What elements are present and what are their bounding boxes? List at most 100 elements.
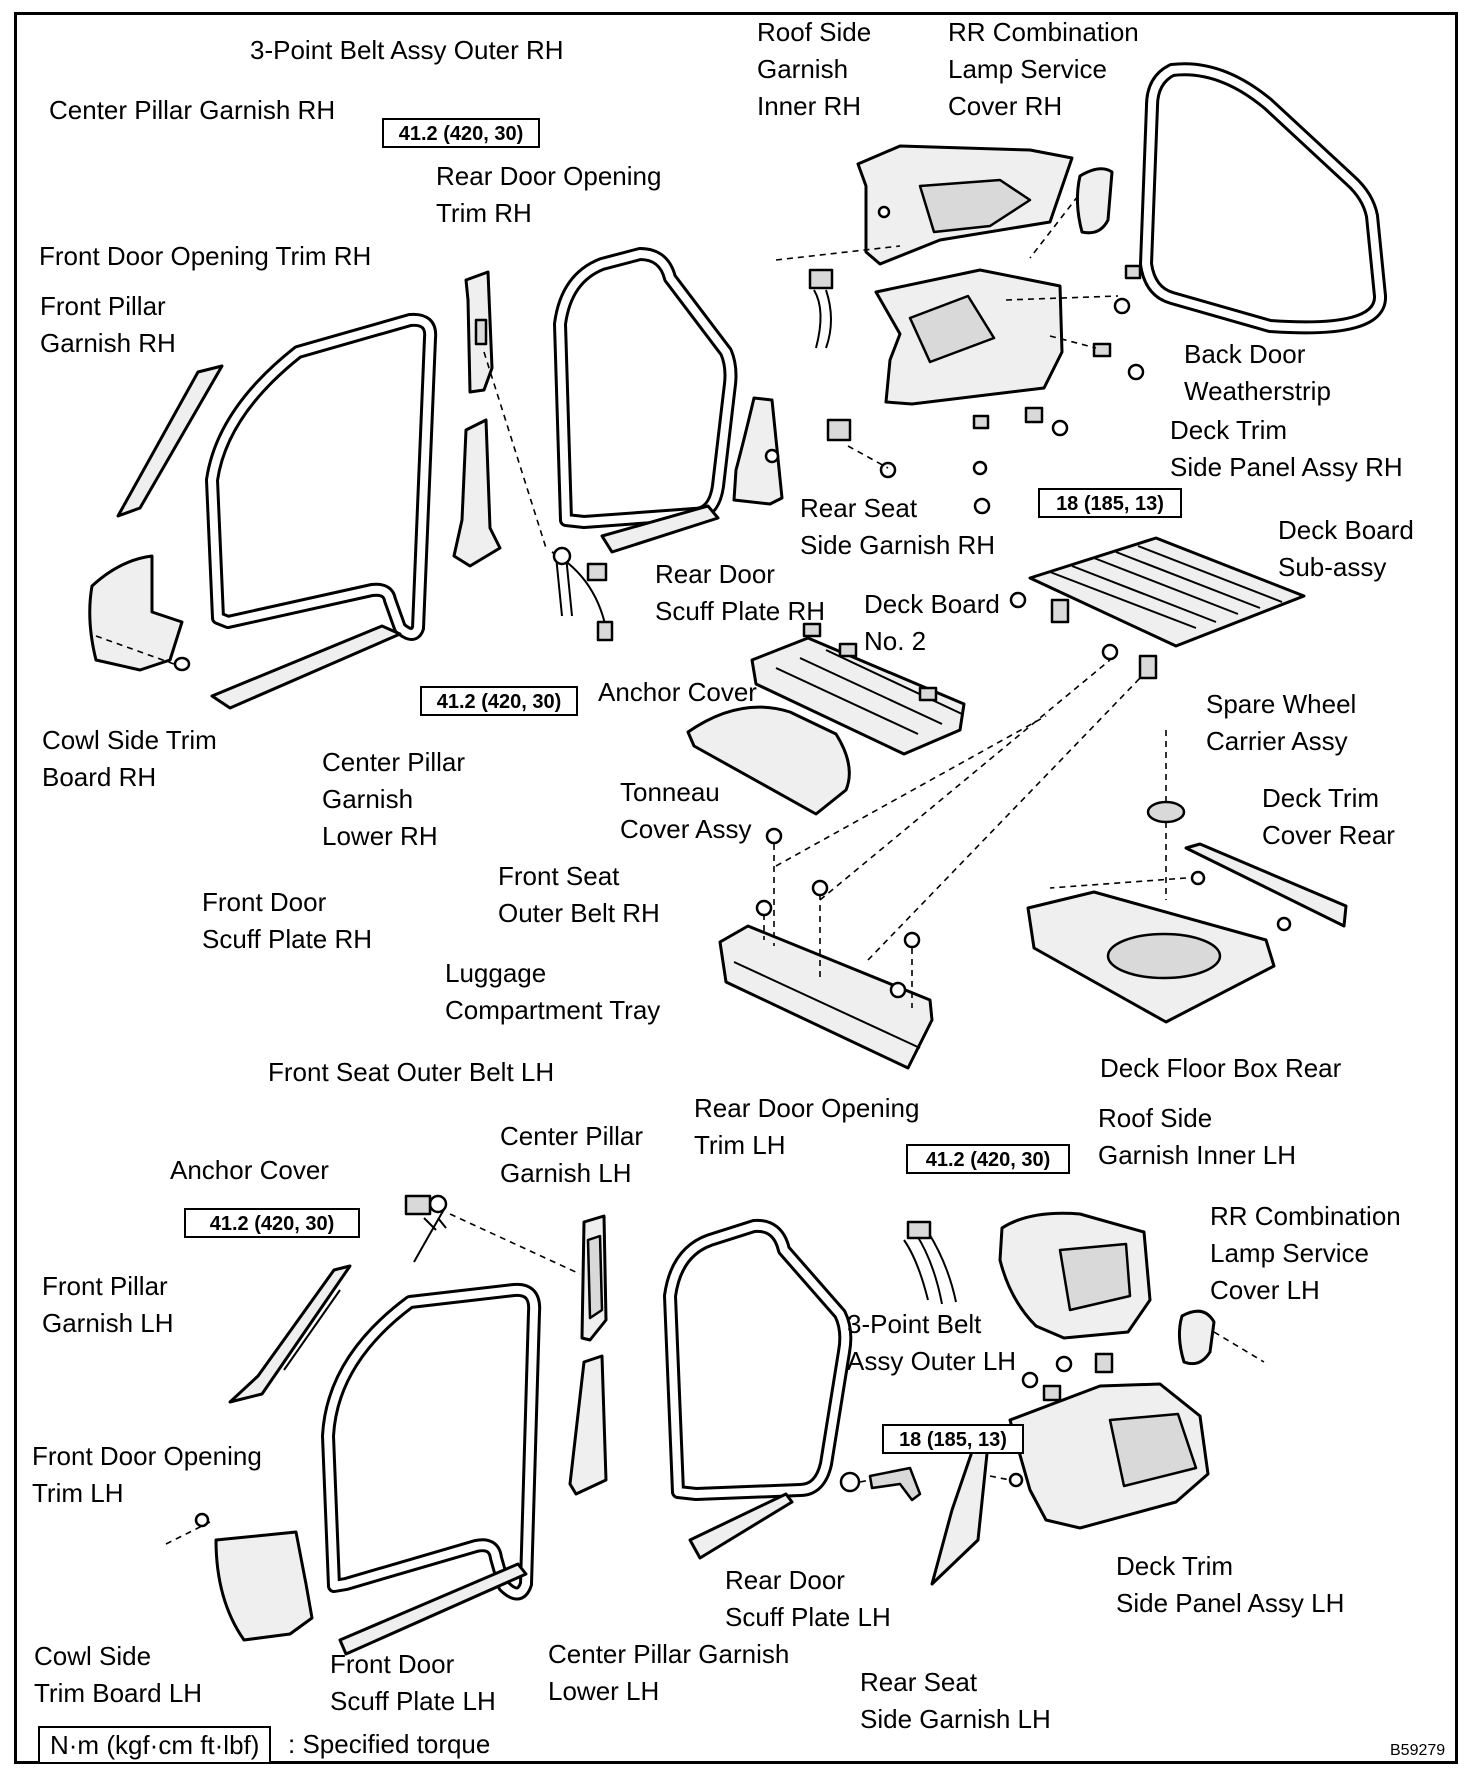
cowl-side-trim-board-rh: [88, 554, 184, 672]
label-rr-combination-lamp-cover-rh: Lamp Service: [948, 54, 1107, 84]
label-rear-door-scuff-plate-rh: Scuff Plate RH: [655, 596, 826, 626]
label-deck-trim-side-panel-rh: Side Panel Assy RH: [1170, 452, 1403, 482]
label-back-door-weatherstrip: Back Door: [1184, 339, 1306, 369]
rear-door-opening-trim-rh: [553, 247, 738, 529]
rear-seat-side-garnish-rh: [732, 396, 784, 506]
label-anchor-cover-lh: Anchor Cover: [170, 1155, 329, 1185]
cowl-side-trim-board-lh: [214, 1530, 314, 1642]
label-rear-seat-side-garnish-rh: Rear Seat: [800, 493, 918, 523]
clip: [173, 656, 191, 672]
label-rear-door-opening-trim-rh: Trim RH: [436, 198, 532, 228]
label-luggage-compartment-tray: Compartment Tray: [445, 995, 661, 1025]
torque-spec-box: 41.2 (420, 30): [420, 686, 578, 716]
label-front-pillar-garnish-rh: Front Pillar: [40, 291, 166, 321]
torque-spec-box: 41.2 (420, 30): [184, 1208, 360, 1238]
label-front-door-scuff-plate-lh: Front Door: [330, 1649, 455, 1679]
label-deck-trim-cover-rear: Deck Trim: [1262, 783, 1379, 813]
label-luggage-compartment-tray: Luggage: [445, 958, 547, 988]
three-point-belt-assy-outer-lh: [903, 1220, 957, 1305]
label-center-pillar-garnish-lower-rh: Lower RH: [322, 821, 438, 851]
torque-spec-box: 41.2 (420, 30): [382, 118, 540, 148]
label-center-pillar-garnish-rh: Center Pillar Garnish RH: [49, 95, 336, 125]
deck-floor-box-rear: [1026, 890, 1276, 1024]
label-tonneau-cover-assy: Tonneau: [620, 777, 720, 807]
label-three-point-belt-assy-outer-lh: Assy Outer LH: [847, 1346, 1017, 1376]
rr-combination-lamp-service-cover-rh: [1075, 167, 1114, 235]
label-front-door-opening-trim-lh: Trim LH: [32, 1478, 124, 1508]
anchor-cover-lh: [404, 1194, 432, 1216]
label-front-pillar-garnish-rh: Garnish RH: [40, 328, 176, 358]
back-door-weatherstrip: [1139, 62, 1387, 335]
label-deck-board-sub-assy: Sub-assy: [1278, 552, 1387, 582]
center-pillar-garnish-lower-rh: [452, 418, 502, 568]
label-center-pillar-garnish-lower-rh: Center Pillar: [322, 747, 466, 777]
clips-lh-panel: [1008, 1352, 1114, 1488]
spare-wheel-carrier-assy: [1146, 800, 1186, 824]
label-front-pillar-garnish-lh: Front Pillar: [42, 1271, 168, 1301]
center-pillar-garnish-lower-lh: [568, 1354, 608, 1496]
label-spare-wheel-carrier-assy: Carrier Assy: [1206, 726, 1348, 756]
label-rear-door-scuff-plate-lh: Rear Door: [725, 1565, 845, 1595]
label-rr-combination-lamp-cover-rh: RR Combination: [948, 17, 1139, 47]
label-rr-combination-lamp-cover-lh: Lamp Service: [1210, 1238, 1369, 1268]
label-deck-trim-side-panel-rh: Deck Trim: [1170, 415, 1287, 445]
label-anchor-cover-rh: Anchor Cover: [598, 677, 757, 707]
label-center-pillar-garnish-lh: Center Pillar: [500, 1121, 644, 1151]
label-three-point-belt-assy-outer-lh: 3-Point Belt: [847, 1309, 982, 1339]
label-roof-side-garnish-inner-rh: Inner RH: [757, 91, 862, 121]
torque-spec-box: 18 (185, 13): [882, 1424, 1024, 1454]
clips-rh-panel: [826, 264, 1145, 515]
label-front-door-scuff-plate-lh: Scuff Plate LH: [330, 1686, 496, 1716]
label-deck-board-sub-assy: Deck Board: [1278, 515, 1414, 545]
label-front-seat-outer-belt-rh: Front Seat: [498, 861, 620, 891]
front-pillar-garnish-rh: [116, 364, 224, 518]
label-roof-side-garnish-inner-rh: Roof Side: [757, 17, 872, 47]
label-center-pillar-garnish-lower-rh: Garnish: [322, 784, 414, 814]
label-front-door-scuff-plate-rh: Front Door: [202, 887, 327, 917]
front-door-opening-trim-rh: [205, 312, 438, 641]
label-rr-combination-lamp-cover-lh: Cover LH: [1210, 1275, 1320, 1305]
front-door-scuff-plate-lh: [338, 1562, 528, 1656]
label-front-pillar-garnish-lh: Garnish LH: [42, 1308, 174, 1338]
label-cowl-side-trim-board-rh: Cowl Side Trim: [42, 725, 217, 755]
figure-code: B59279: [1390, 1742, 1446, 1759]
label-cowl-side-trim-board-lh: Cowl Side: [34, 1641, 152, 1671]
tonneau-cover-assy: [686, 705, 851, 816]
rear-door-scuff-plate-rh: [600, 504, 720, 554]
label-rr-combination-lamp-cover-lh: RR Combination: [1210, 1201, 1401, 1231]
label-front-door-scuff-plate-rh: Scuff Plate RH: [202, 924, 373, 954]
front-seat-outer-belt-rh: [551, 546, 614, 642]
label-rear-door-opening-trim-lh: Trim LH: [694, 1130, 786, 1160]
label-roof-side-garnish-inner-lh: Roof Side: [1098, 1103, 1213, 1133]
label-rear-door-scuff-plate-rh: Rear Door: [655, 559, 775, 589]
front-door-opening-trim-lh: [321, 1282, 542, 1601]
label-spare-wheel-carrier-assy: Spare Wheel: [1206, 689, 1357, 719]
legend-torque-unit: N·m (kgf·cm ft·lbf): [38, 1726, 272, 1764]
label-rear-door-opening-trim-rh: Rear Door Opening: [436, 161, 662, 191]
torque-spec-box: 41.2 (420, 30): [906, 1144, 1070, 1174]
luggage-compartment-tray: [718, 827, 934, 1070]
bracket-lh: [839, 1466, 922, 1502]
label-tonneau-cover-assy: Cover Assy: [620, 814, 752, 844]
legend-torque-meaning: : Specified torque: [288, 1729, 491, 1759]
front-pillar-garnish-lh: [228, 1264, 352, 1404]
label-deck-board-no-2: Deck Board: [864, 589, 1000, 619]
label-deck-trim-cover-rear: Cover Rear: [1262, 820, 1395, 850]
label-rear-seat-side-garnish-lh: Rear Seat: [860, 1667, 978, 1697]
deck-board-no-2: [750, 622, 966, 756]
label-front-seat-outer-belt-lh: Front Seat Outer Belt LH: [268, 1057, 555, 1087]
deck-board-sub-assy: [1009, 536, 1306, 680]
label-center-pillar-garnish-lower-lh: Center Pillar Garnish: [548, 1639, 790, 1669]
label-front-door-opening-trim-lh: Front Door Opening: [32, 1441, 262, 1471]
label-rr-combination-lamp-cover-rh: Cover RH: [948, 91, 1063, 121]
rear-door-opening-trim-lh: [663, 1218, 853, 1501]
front-door-scuff-plate-rh: [210, 624, 402, 710]
rear-seat-side-garnish-lh: [930, 1438, 990, 1586]
label-cowl-side-trim-board-rh: Board RH: [42, 762, 157, 792]
label-rear-door-opening-trim-lh: Rear Door Opening: [694, 1093, 920, 1123]
label-rear-seat-side-garnish-rh: Side Garnish RH: [800, 530, 996, 560]
label-back-door-weatherstrip: Weatherstrip: [1184, 376, 1331, 406]
label-center-pillar-garnish-lower-lh: Lower LH: [548, 1676, 660, 1706]
deck-trim-cover-rear: [1184, 842, 1348, 928]
